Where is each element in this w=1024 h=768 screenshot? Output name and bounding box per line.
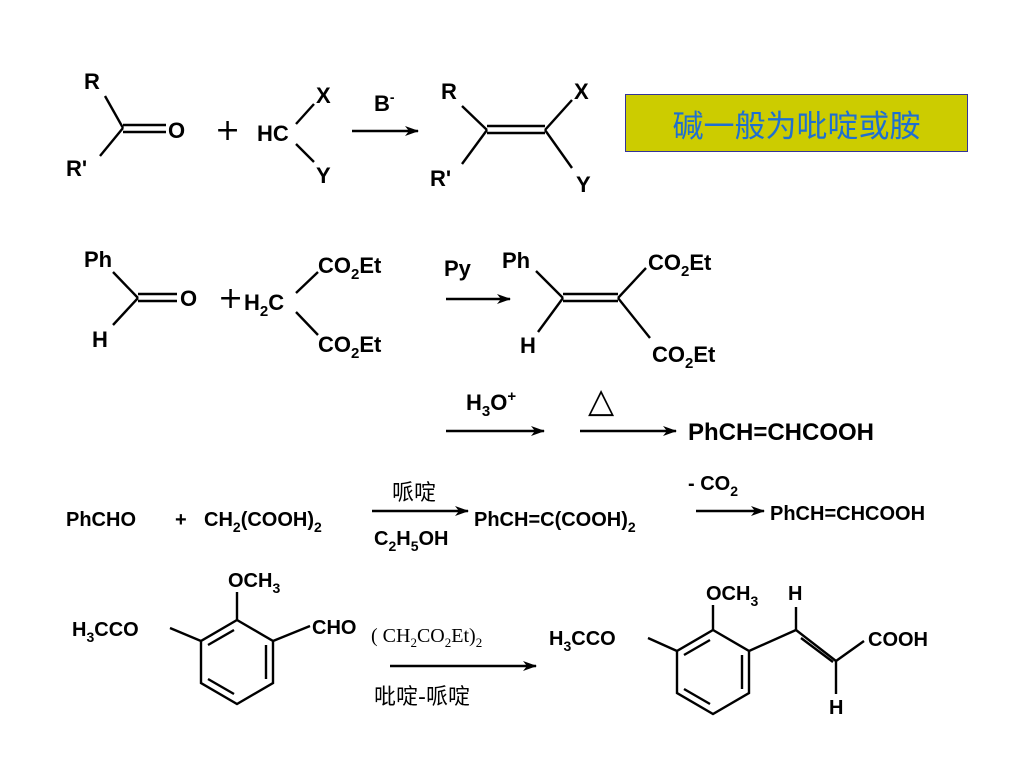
- reaction-2: Ph H O + H2C CO2Et CO2Et Py Ph H CO2Et C…: [84, 247, 874, 446]
- hydronium-label: H3O+: [466, 388, 516, 420]
- bond: [295, 271, 319, 294]
- bond: [835, 640, 865, 662]
- bond: [617, 267, 647, 299]
- r-label: R: [84, 69, 100, 94]
- malonate-reagent-label: ( CH2CO2Et)2: [371, 625, 482, 650]
- reaction-4: OCH3 H3CCO CHO ( CH2CO2Et)2 吡啶-哌啶 H3CCO …: [72, 570, 928, 719]
- plus-sign: +: [215, 113, 240, 148]
- product-y-label: Y: [576, 172, 591, 197]
- product-ph-label: Ph: [502, 248, 530, 273]
- bond: [461, 129, 488, 165]
- bond: [295, 311, 319, 336]
- benzene-ring: [199, 618, 275, 706]
- bond: [295, 143, 315, 163]
- product-ester-top-label: CO2Et: [648, 250, 712, 280]
- cinnamic-acid-label: PhCH=CHCOOH: [770, 503, 925, 525]
- decarboxylation-label: - CO2: [688, 473, 738, 499]
- reaction-1: R R' O + HC X Y B- R R' X Y: [66, 69, 591, 197]
- product-h-label: H: [520, 333, 536, 358]
- bond: [103, 95, 125, 129]
- bond: [544, 99, 573, 131]
- product-acetoxy-label: H3CCO: [549, 628, 616, 654]
- double-bond: [800, 637, 834, 663]
- plus-sign: +: [175, 509, 187, 531]
- h2c-label: H2C: [244, 290, 284, 320]
- carboxylic-acid-label: COOH: [868, 629, 928, 651]
- bond: [112, 297, 139, 326]
- base-note-box: 碱一般为吡啶或胺: [625, 94, 968, 152]
- ester-bottom-label: CO2Et: [318, 332, 382, 362]
- heat-triangle-icon: △: [588, 381, 615, 421]
- vinyl-h-top-label: H: [788, 583, 802, 605]
- product-x-label: X: [574, 79, 589, 104]
- bond: [272, 624, 311, 643]
- oxygen-label: O: [168, 118, 185, 143]
- bond: [617, 297, 651, 339]
- bond: [99, 127, 124, 157]
- product-methoxy-label: OCH3: [706, 583, 758, 609]
- acetoxy-label: H3CCO: [72, 619, 139, 645]
- intermediate-label: PhCH=C(COOH)2: [474, 509, 636, 535]
- product-r-label: R: [441, 79, 457, 104]
- piperidine-label: 哌啶: [392, 481, 436, 506]
- h-label: H: [92, 327, 108, 352]
- malonic-acid-label: CH2(COOH)2: [204, 509, 322, 535]
- ph-label: Ph: [84, 247, 112, 272]
- hc-label: HC: [257, 121, 289, 146]
- ester-top-label: CO2Et: [318, 253, 382, 283]
- benzaldehyde-label: PhCHO: [66, 509, 136, 531]
- vinyl-h-bottom-label: H: [829, 697, 843, 719]
- y-label: Y: [316, 163, 331, 188]
- product-benzene-ring: [675, 628, 751, 716]
- bond: [544, 129, 573, 169]
- methoxy-label: OCH3: [228, 570, 280, 596]
- bond: [295, 103, 315, 125]
- plus-sign: +: [218, 281, 243, 316]
- base-label: B-: [374, 89, 395, 116]
- x-label: X: [316, 83, 331, 108]
- bond: [535, 270, 564, 299]
- reaction-3: PhCHO + CH2(COOH)2 哌啶 C2H5OH PhCH=C(COOH…: [66, 473, 925, 554]
- pyridine-label: Py: [444, 256, 472, 281]
- oxygen-label: O: [180, 286, 197, 311]
- double-bond: [795, 629, 837, 662]
- product-r-prime-label: R': [430, 166, 451, 191]
- catalyst-label: 吡啶-哌啶: [374, 685, 470, 710]
- bond: [461, 105, 488, 131]
- product-ester-bottom-label: CO2Et: [652, 342, 716, 372]
- cinnamic-acid-label: PhCH=CHCOOH: [688, 419, 874, 446]
- bond: [112, 271, 139, 299]
- bond: [169, 626, 202, 643]
- bond: [748, 628, 797, 653]
- aldehyde-label: CHO: [312, 617, 356, 639]
- bond: [537, 297, 564, 333]
- r-prime-label: R': [66, 156, 87, 181]
- bond: [647, 636, 678, 653]
- ethanol-label: C2H5OH: [374, 528, 449, 554]
